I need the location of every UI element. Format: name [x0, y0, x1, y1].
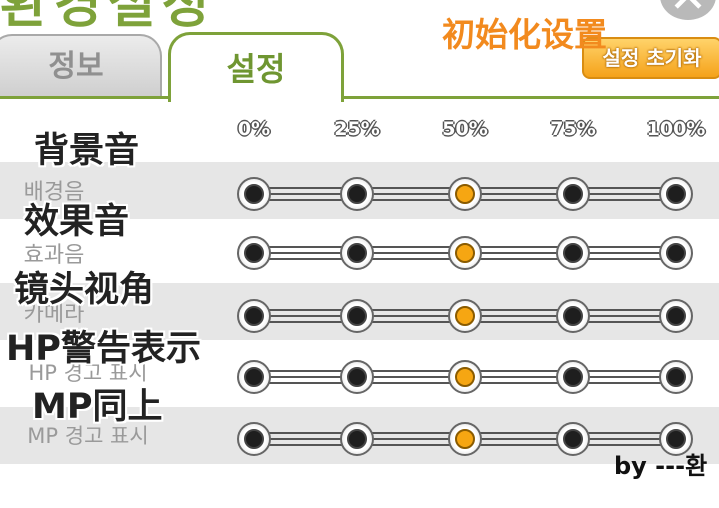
- slider-knob-100[interactable]: [659, 360, 693, 394]
- slider-knob-0[interactable]: [237, 360, 271, 394]
- row-translation-hp-warning: HP警告表示: [6, 329, 201, 369]
- tab-settings[interactable]: 설정: [168, 32, 344, 102]
- reset-settings-button[interactable]: 설정 초기화: [582, 37, 719, 79]
- slider-knob-25[interactable]: [340, 422, 374, 456]
- slider-knob-100[interactable]: [659, 236, 693, 270]
- slider-knob-25[interactable]: [340, 177, 374, 211]
- row-translation-camera: 镜头视角: [14, 270, 155, 310]
- slider-knob-25[interactable]: [340, 360, 374, 394]
- slider-knob-50-selected[interactable]: [448, 299, 482, 333]
- row-label-bgm: 배경음: [23, 180, 85, 205]
- row-label-hp-warning: HP 경고 표시: [28, 361, 148, 385]
- percent-label-50: 50%: [442, 118, 488, 140]
- slider-knob-50-selected[interactable]: [448, 360, 482, 394]
- slider-knob-75[interactable]: [556, 422, 590, 456]
- percent-label-25: 25%: [334, 118, 380, 140]
- reset-translation-label: 初始化设置: [442, 15, 607, 54]
- slider-knob-50-selected[interactable]: [448, 177, 482, 211]
- slider-knob-0[interactable]: [237, 299, 271, 333]
- slider-knob-100[interactable]: [659, 299, 693, 333]
- row-label-camera: 카메라: [23, 302, 85, 327]
- slider-knob-0[interactable]: [237, 422, 271, 456]
- credit-text: by ---환: [614, 452, 708, 480]
- slider-knob-100[interactable]: [659, 422, 693, 456]
- percent-label-75: 75%: [550, 118, 596, 140]
- row-translation-sfx: 效果音: [24, 202, 130, 242]
- slider-knob-0[interactable]: [237, 236, 271, 270]
- row-translation-bgm: 背景音: [34, 131, 140, 171]
- row-label-sfx: 효과음: [23, 243, 85, 268]
- close-icon[interactable]: ✕: [660, 0, 716, 20]
- slider-knob-75[interactable]: [556, 236, 590, 270]
- slider-knob-50-selected[interactable]: [448, 236, 482, 270]
- slider-knob-0[interactable]: [237, 177, 271, 211]
- slider-knob-75[interactable]: [556, 360, 590, 394]
- slider-knob-25[interactable]: [340, 299, 374, 333]
- row-translation-mp-warning: MP同上: [32, 387, 163, 427]
- tab-info[interactable]: 정보: [0, 34, 162, 96]
- slider-knob-75[interactable]: [556, 299, 590, 333]
- percent-label-0: 0%: [237, 118, 271, 140]
- page-title: 환경설정: [0, 0, 216, 35]
- slider-knob-25[interactable]: [340, 236, 374, 270]
- slider-knob-100[interactable]: [659, 177, 693, 211]
- row-label-mp-warning: MP 경고 표시: [27, 424, 149, 448]
- slider-knob-50-selected[interactable]: [448, 422, 482, 456]
- slider-knob-75[interactable]: [556, 177, 590, 211]
- percent-label-100: 100%: [646, 118, 706, 140]
- tab-active-gap: [171, 96, 341, 102]
- tab-divider: [0, 96, 719, 99]
